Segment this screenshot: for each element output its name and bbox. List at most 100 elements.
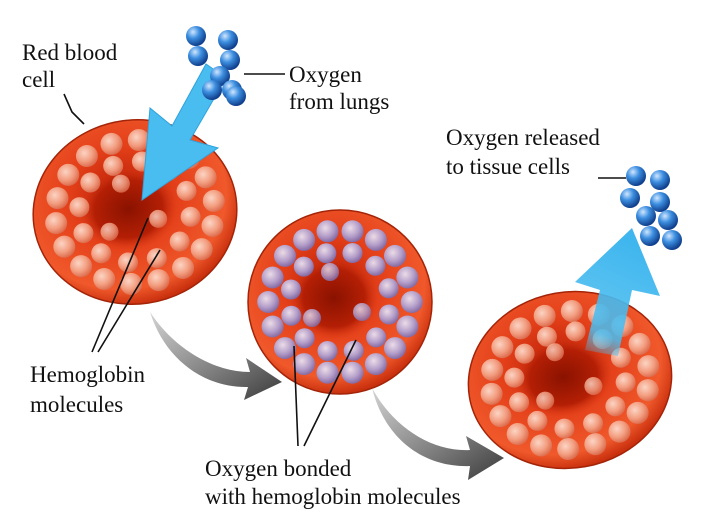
- red-blood-cell-2-bonded: [247, 209, 433, 395]
- hemoglobin-dot: [608, 420, 631, 443]
- hemoglobin-dot: [514, 343, 535, 364]
- oxygen-bonded-hemoglobin-dot: [364, 353, 387, 376]
- oxygen-atom: [202, 80, 222, 100]
- oxygen-bonded-hemoglobin-dot: [400, 291, 423, 313]
- oxygen-bonded-hemoglobin-dot: [364, 228, 387, 251]
- hemoglobin-dot: [583, 413, 604, 434]
- hemoglobin-dot: [584, 433, 607, 456]
- hemoglobin-dot: [509, 317, 532, 340]
- leader-red-blood-cell: [63, 93, 85, 125]
- hemoglobin-dot: [180, 206, 201, 227]
- oxygen-molecule: [186, 26, 208, 66]
- hemoglobin-dot: [149, 209, 168, 228]
- oxygen-bonded-hemoglobin-dot: [379, 304, 399, 325]
- oxygen-bonded-hemoglobin-dot: [316, 361, 339, 384]
- oxygen-bonded-hemoglobin-dot: [366, 327, 387, 348]
- oxygen-molecule: [218, 30, 240, 70]
- oxygen-bonded-hemoglobin-dot: [281, 305, 302, 326]
- hemoglobin-dot: [509, 392, 530, 413]
- oxygen-molecule: [650, 170, 670, 212]
- label-hemoglobin-line1: Hemoglobin: [30, 362, 145, 387]
- label-oxygen-bonded-line2: with hemoglobin molecules: [205, 484, 461, 509]
- hemoglobin-dot: [628, 332, 651, 355]
- hemoglobin-dot: [147, 269, 170, 292]
- oxygen-bonded-hemoglobin-dot: [261, 315, 284, 338]
- oxygen-atom: [620, 188, 640, 208]
- oxygen-atom: [220, 50, 240, 70]
- hemoglobin-dot: [560, 300, 583, 323]
- blue-arrow-oxygen-into-cell: [141, 63, 227, 202]
- hemoglobin-dot: [46, 187, 69, 210]
- hemoglobin-dot: [201, 214, 224, 237]
- hemoglobin-dot: [69, 197, 90, 218]
- oxygen-atom: [188, 46, 208, 66]
- hemoglobin-dot: [527, 410, 548, 431]
- oxygen-atom: [226, 86, 246, 106]
- hemoglobin-dot: [172, 256, 195, 279]
- hemoglobin-dot: [103, 155, 124, 176]
- hemoglobin-dot: [111, 174, 130, 193]
- oxygen-bonded-hemoglobin-dot: [293, 353, 316, 376]
- hemoglobin-dot: [91, 243, 112, 264]
- hemoglobin-dot: [70, 255, 93, 278]
- leader-hemoglobin-2: [97, 249, 161, 353]
- hemoglobin-dot: [100, 222, 119, 241]
- gray-arrow-cell2-to-cell3: [372, 388, 504, 480]
- hemoglobin-dot: [605, 396, 626, 417]
- hemoglobin-dot: [504, 367, 525, 388]
- oxygen-bonded-hemoglobin-dot: [294, 328, 315, 349]
- red-blood-cell-1: [32, 119, 238, 305]
- hemoglobin-dot: [127, 129, 150, 152]
- hemoglobin-dot: [554, 418, 575, 439]
- hemoglobin-dot: [584, 377, 603, 396]
- leader-hemoglobin-1: [91, 217, 149, 353]
- oxygen-molecule: [202, 80, 246, 106]
- hemoglobin-dot: [545, 343, 564, 362]
- oxygen-bonded-hemoglobin-dot: [396, 315, 419, 338]
- oxygen-atom: [650, 170, 670, 190]
- oxygen-bonded-hemoglobin-dot: [365, 255, 386, 276]
- oxygen-bonded-hemoglobin-dot: [384, 337, 406, 360]
- oxygen-bonded-hemoglobin-dot: [378, 278, 399, 299]
- oxygen-atom: [636, 206, 656, 226]
- hemoglobin-dot: [489, 405, 512, 428]
- hemoglobin-dot: [565, 321, 586, 342]
- oxygen-bonded-hemoglobin-dot: [274, 244, 296, 267]
- hemoglobin-dot: [53, 235, 76, 258]
- oxygen-atom: [650, 192, 670, 212]
- oxygen-molecule: [620, 166, 646, 208]
- oxygen-bonded-hemoglobin-dot: [317, 341, 338, 361]
- hemoglobin-dot: [491, 336, 514, 359]
- hemoglobin-dot: [75, 145, 98, 168]
- oxygen-bonded-hemoglobin-dot: [274, 337, 296, 360]
- leader-oxygen-bonded-1: [293, 345, 299, 447]
- label-oxygen-from-lungs-line1: Oxygen: [289, 62, 362, 87]
- label-oxygen-from-lungs-line2: from lungs: [289, 89, 390, 114]
- hemoglobin-dot: [57, 163, 80, 186]
- oxygen-molecule: [640, 226, 682, 250]
- oxygen-bonded-hemoglobin-dot: [261, 266, 284, 289]
- label-oxygen-released-line1: Oxygen released: [446, 125, 600, 150]
- oxygen-bonded-hemoglobin-dot: [341, 220, 364, 243]
- oxygen-bonded-hemoglobin-dot: [353, 303, 371, 321]
- hemoglobin-dot: [118, 252, 139, 273]
- oxygen-atom: [626, 166, 646, 186]
- gray-arrow-cell1-to-cell2: [150, 312, 282, 400]
- oxygen-atom: [658, 210, 678, 230]
- oxygen-bonded-hemoglobin-dot: [293, 256, 314, 277]
- label-red-blood-cell-line1: Red blood: [22, 40, 118, 65]
- hemoglobin-dot: [100, 132, 123, 155]
- hemoglobin-dot: [93, 268, 116, 291]
- leader-oxygen-bonded-2: [303, 339, 357, 447]
- oxygen-bonded-hemoglobin-dot: [321, 263, 339, 281]
- oxygen-atom: [662, 230, 682, 250]
- hemoglobin-dot: [169, 231, 190, 252]
- oxygen-bonded-hemoglobin-dot: [303, 309, 321, 327]
- oxygen-bonded-hemoglobin-dot: [342, 243, 363, 263]
- oxygen-bonded-hemoglobin-dot: [257, 291, 280, 313]
- oxygen-atom: [640, 226, 660, 246]
- hemoglobin-dot: [637, 355, 660, 378]
- oxygen-atom: [186, 26, 206, 46]
